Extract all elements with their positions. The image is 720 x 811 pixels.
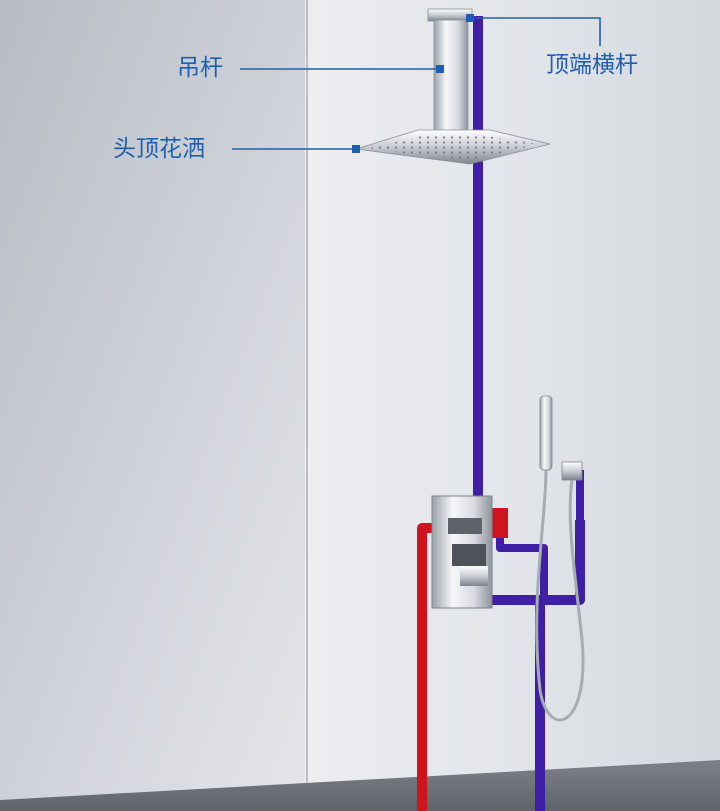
leader-marker-hanging-rod: [436, 65, 444, 73]
label-top-crossbar: 顶端横杆: [546, 52, 638, 78]
hot-water-connector: [492, 508, 508, 538]
valve-handle-lower: [452, 544, 486, 566]
shower-nozzle-face: [366, 136, 540, 160]
leader-marker-overhead-shower: [352, 145, 360, 153]
hand-shower-hose: [535, 469, 585, 722]
label-overhead-shower: 头顶花洒: [113, 136, 205, 162]
valve-spout: [460, 566, 488, 586]
left-wall: [0, 0, 310, 811]
label-hanging-rod: 吊杆: [177, 55, 223, 81]
ceiling-mount-block: [427, 8, 473, 22]
leader-line-top-crossbar: [470, 17, 601, 46]
hand-shower-holder: [561, 461, 583, 481]
cold-water-pipe-upper: [473, 16, 585, 605]
hand-shower-head: [539, 395, 553, 471]
right-wall: [305, 0, 720, 811]
valve-handle-upper: [448, 518, 482, 534]
hanging-rod: [433, 19, 469, 133]
leader-marker-top-crossbar: [466, 14, 474, 22]
